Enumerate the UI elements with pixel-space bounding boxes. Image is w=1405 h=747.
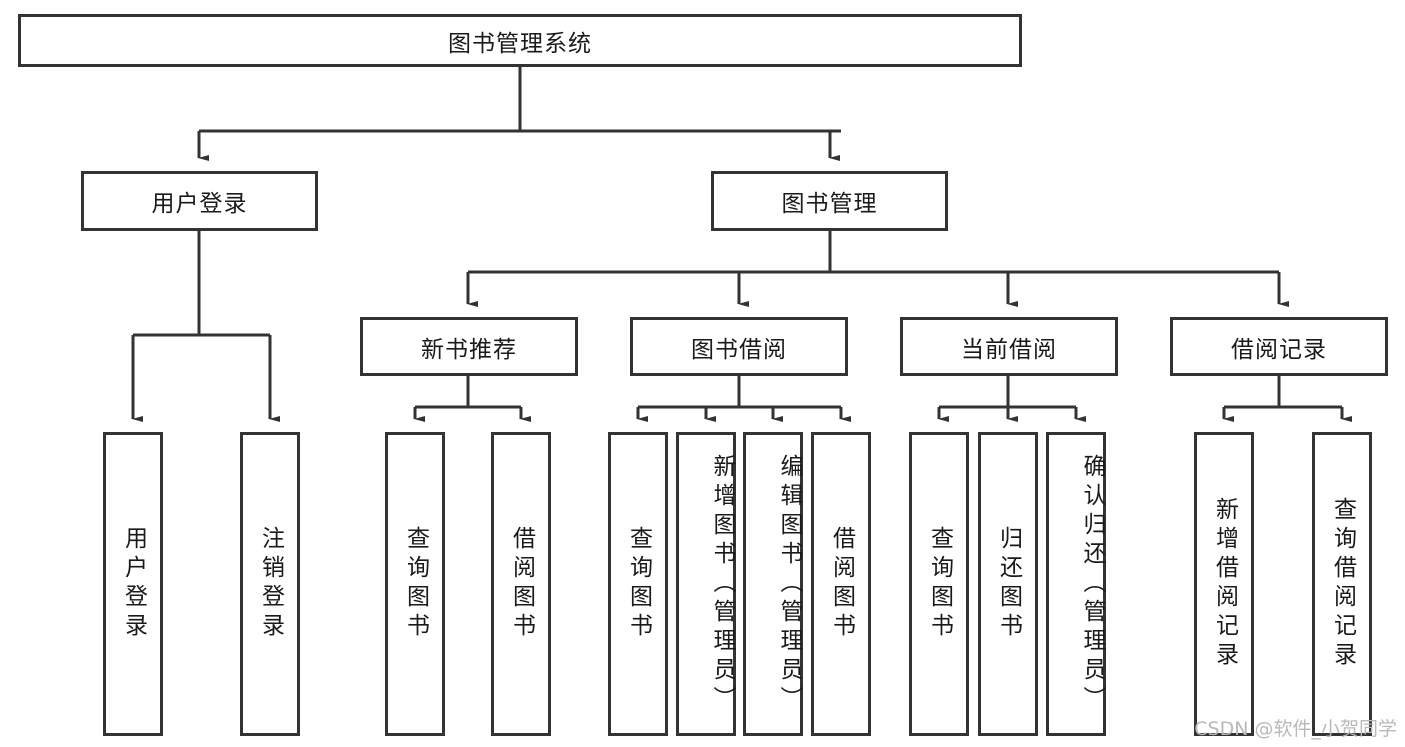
watermark: CSDN @软件_小贺同学 — [1194, 718, 1397, 740]
leaf-user-login-label: 用户登录 — [120, 526, 147, 642]
node-new-book-recommend-label: 新书推荐 — [421, 336, 517, 363]
node-new-book-recommend[interactable]: 新书推荐 — [360, 317, 578, 376]
node-current-borrow[interactable]: 当前借阅 — [900, 317, 1118, 376]
node-borrow-record-label: 借阅记录 — [1231, 336, 1327, 363]
node-book-management-label: 图书管理 — [781, 191, 878, 217]
leaf-query-book-2-label: 查询图书 — [625, 526, 652, 642]
node-user-login[interactable]: 用户登录 — [81, 171, 318, 231]
leaf-user-login[interactable]: 用户登录 — [103, 432, 163, 736]
leaf-query-record[interactable]: 查询借阅记录 — [1312, 432, 1372, 736]
leaf-query-book-1-label: 查询图书 — [402, 526, 429, 642]
leaf-query-record-label: 查询借阅记录 — [1329, 497, 1356, 671]
leaf-borrow-book-2-label: 借阅图书 — [828, 526, 855, 642]
leaf-query-book-3[interactable]: 查询图书 — [909, 432, 969, 736]
node-root-label: 图书管理系统 — [448, 30, 592, 57]
leaf-add-book[interactable]: 新增图书（管理员） — [676, 432, 736, 736]
node-borrow-record[interactable]: 借阅记录 — [1170, 317, 1388, 376]
node-book-management[interactable]: 图书管理 — [711, 171, 948, 231]
leaf-borrow-book-1[interactable]: 借阅图书 — [491, 432, 551, 736]
leaf-edit-book-label: 编辑图书（管理员） — [776, 453, 802, 715]
leaf-logout-label: 注销登录 — [257, 526, 284, 642]
node-user-login-label: 用户登录 — [151, 191, 248, 217]
leaf-borrow-book-1-label: 借阅图书 — [508, 526, 535, 642]
leaf-query-book-3-label: 查询图书 — [926, 526, 953, 642]
leaf-add-book-label: 新增图书（管理员） — [709, 453, 735, 715]
leaf-add-record-label: 新增借阅记录 — [1211, 497, 1238, 671]
leaf-confirm-return[interactable]: 确认归还（管理员） — [1046, 432, 1106, 736]
leaf-edit-book[interactable]: 编辑图书（管理员） — [743, 432, 803, 736]
node-current-borrow-label: 当前借阅 — [961, 336, 1057, 363]
leaf-query-book-1[interactable]: 查询图书 — [385, 432, 445, 736]
leaf-return-book[interactable]: 归还图书 — [978, 432, 1038, 736]
node-book-borrow[interactable]: 图书借阅 — [630, 317, 848, 376]
node-book-borrow-label: 图书借阅 — [691, 336, 787, 363]
leaf-borrow-book-2[interactable]: 借阅图书 — [811, 432, 871, 736]
node-root[interactable]: 图书管理系统 — [18, 14, 1022, 67]
leaf-logout[interactable]: 注销登录 — [240, 432, 300, 736]
leaf-add-record[interactable]: 新增借阅记录 — [1194, 432, 1254, 736]
leaf-query-book-2[interactable]: 查询图书 — [608, 432, 668, 736]
leaf-confirm-return-label: 确认归还（管理员） — [1079, 453, 1105, 715]
leaf-return-book-label: 归还图书 — [995, 526, 1022, 642]
